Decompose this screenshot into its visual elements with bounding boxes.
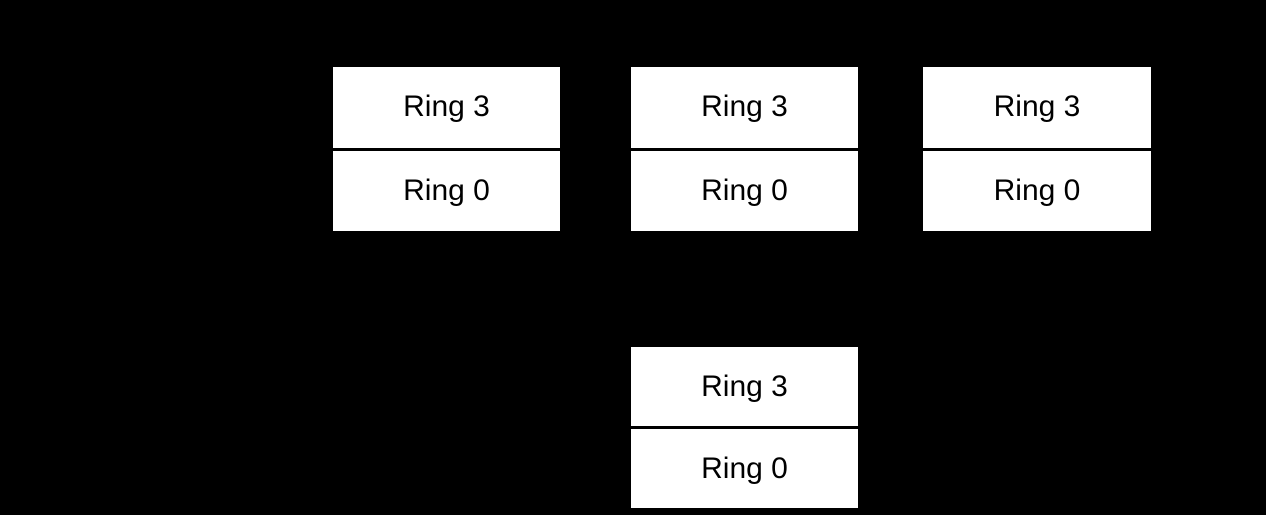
- ring-stack-top-left: Ring 3 Ring 0: [333, 67, 560, 231]
- ring0-cell: Ring 0: [631, 150, 858, 231]
- ring3-cell: Ring 3: [631, 347, 858, 426]
- ring0-label: Ring 0: [993, 173, 1081, 207]
- ring3-label: Ring 3: [993, 90, 1081, 124]
- ring0-label: Ring 0: [701, 451, 788, 485]
- ring3-cell: Ring 3: [631, 67, 858, 148]
- ring3-cell: Ring 3: [333, 67, 560, 148]
- ring0-cell: Ring 0: [333, 150, 560, 231]
- ring3-label: Ring 3: [701, 369, 788, 403]
- ring3-label: Ring 3: [403, 90, 490, 124]
- ring0-cell: Ring 0: [923, 150, 1151, 231]
- ring-stack-top-middle: Ring 3 Ring 0: [631, 67, 858, 231]
- ring-stack-top-right: Ring 3 Ring 0: [923, 67, 1151, 231]
- ring0-cell: Ring 0: [631, 429, 858, 508]
- ring-stack-bottom: Ring 3 Ring 0: [631, 347, 858, 508]
- ring0-label: Ring 0: [403, 173, 490, 207]
- ring0-label: Ring 0: [701, 173, 788, 207]
- ring3-cell: Ring 3: [923, 67, 1151, 148]
- ring3-label: Ring 3: [701, 90, 788, 124]
